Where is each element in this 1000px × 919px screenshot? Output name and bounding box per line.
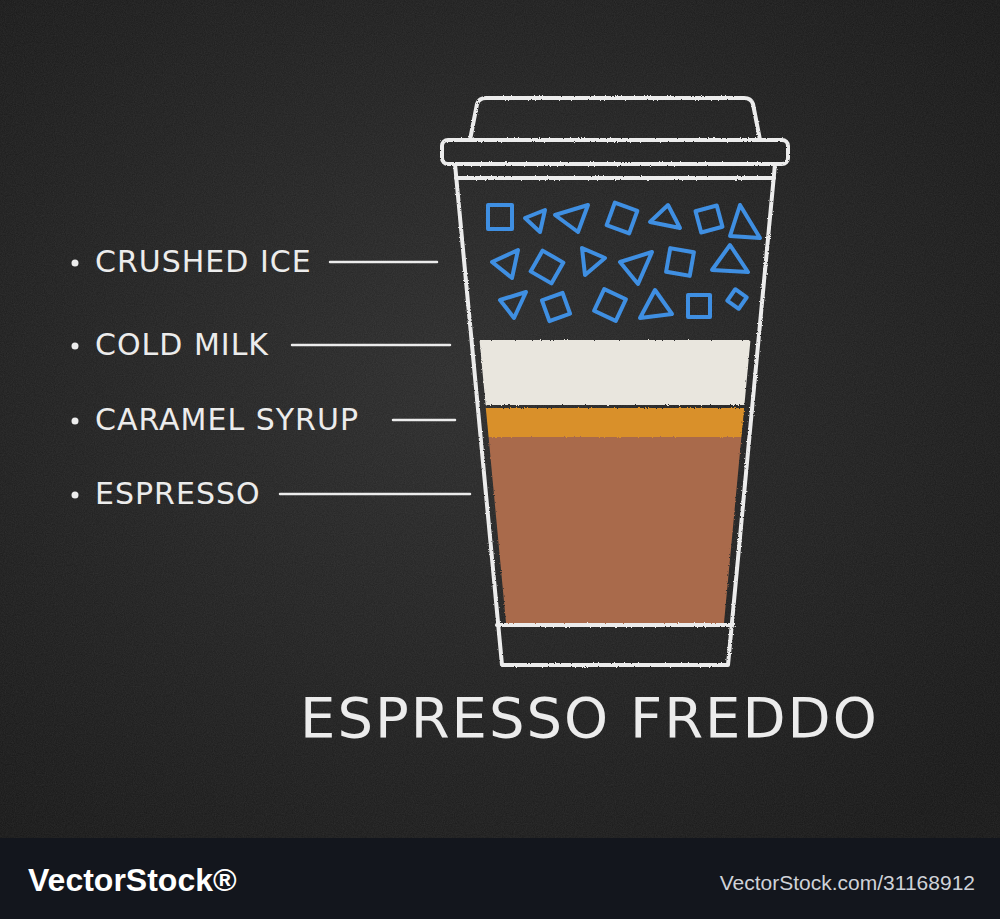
ice-cube bbox=[688, 295, 710, 317]
leader-lines bbox=[280, 262, 470, 494]
cup-sleeve-line bbox=[497, 623, 733, 627]
ice-shard bbox=[650, 205, 680, 228]
footer-band bbox=[0, 838, 1000, 919]
cup-line bbox=[456, 176, 774, 180]
milk-layer bbox=[480, 340, 751, 405]
ice-shard bbox=[620, 252, 652, 284]
ice-cube bbox=[594, 289, 626, 321]
ice-cube bbox=[531, 251, 564, 284]
ice-shard bbox=[500, 292, 526, 318]
leader-line bbox=[280, 493, 470, 496]
espresso-layer bbox=[489, 437, 742, 625]
ice-shard bbox=[730, 205, 760, 238]
watermark: VectorStock® bbox=[28, 864, 237, 896]
cup-lid bbox=[470, 98, 760, 140]
bullets bbox=[72, 260, 79, 499]
ice-cube bbox=[488, 205, 512, 229]
diagram-title: ESPRESSO FREDDO bbox=[300, 690, 879, 746]
ingredient-label: CRUSHED ICE bbox=[95, 247, 312, 277]
lid-rim bbox=[442, 140, 788, 164]
ice-shard bbox=[582, 248, 605, 275]
cup-body bbox=[455, 164, 775, 665]
ice-cube bbox=[727, 289, 746, 308]
crushed-ice bbox=[488, 203, 760, 321]
ice-shard bbox=[492, 250, 518, 278]
bullet bbox=[72, 492, 79, 499]
leader-line bbox=[330, 261, 437, 264]
ice-shard bbox=[712, 245, 748, 272]
ice-shard bbox=[640, 290, 672, 318]
bullet bbox=[72, 418, 79, 425]
ice-shard bbox=[555, 205, 588, 232]
ice-cube bbox=[666, 248, 694, 276]
chalk-texture bbox=[0, 0, 1000, 838]
leader-line bbox=[292, 344, 450, 347]
ingredient-label: ESPRESSO bbox=[95, 479, 261, 509]
bullet bbox=[72, 260, 79, 267]
ice-cube bbox=[607, 203, 638, 234]
bullet bbox=[72, 343, 79, 350]
cup-layers bbox=[480, 340, 751, 625]
ice-cube bbox=[696, 206, 723, 233]
chalkboard bbox=[0, 0, 1000, 838]
ice-cube bbox=[542, 293, 570, 321]
ingredient-label: CARAMEL SYRUP bbox=[95, 405, 359, 435]
ice-shard bbox=[525, 210, 545, 232]
leader-line bbox=[393, 419, 455, 422]
caramel-layer bbox=[486, 408, 744, 437]
ingredient-label: COLD MILK bbox=[95, 330, 269, 360]
watermark-url: VectorStock.com/31168912 bbox=[720, 872, 975, 893]
cup-outline bbox=[442, 98, 788, 665]
